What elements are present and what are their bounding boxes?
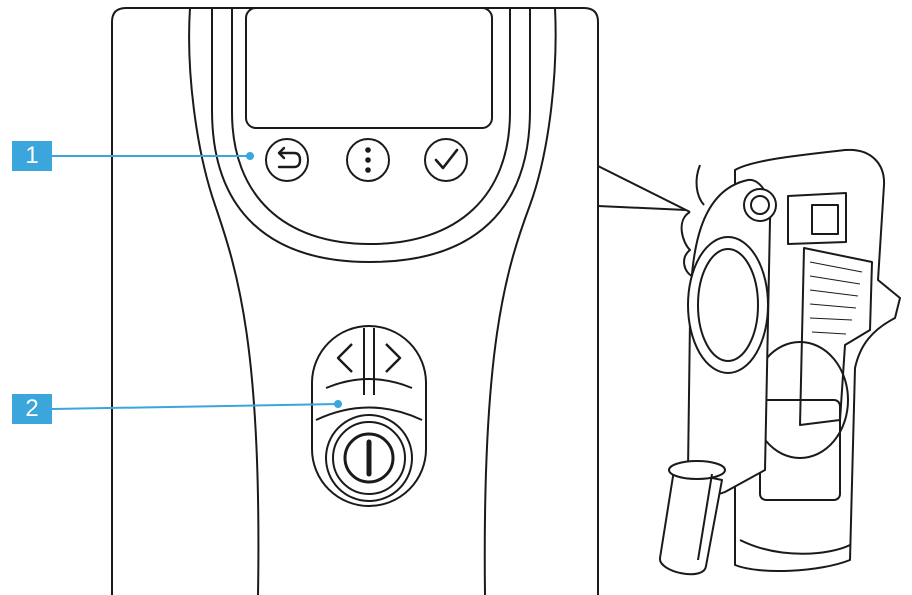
menu-button[interactable] bbox=[347, 139, 389, 181]
back-button[interactable] bbox=[266, 139, 308, 181]
handle-outline bbox=[189, 8, 555, 595]
mode-left-button[interactable] bbox=[338, 344, 352, 372]
callout-number-1: 1 bbox=[12, 141, 52, 171]
vacuum-overview bbox=[660, 150, 900, 574]
leader-line-2 bbox=[52, 404, 338, 409]
chevron-left-icon bbox=[338, 344, 352, 372]
zoom-connector bbox=[598, 166, 690, 212]
detail-frame bbox=[112, 8, 598, 595]
power-button[interactable] bbox=[326, 415, 412, 501]
callout-number-2: 2 bbox=[12, 394, 52, 424]
menu-dots-icon bbox=[365, 147, 371, 173]
confirm-button[interactable] bbox=[425, 139, 467, 181]
mode-right-button[interactable] bbox=[386, 344, 400, 372]
display-screen bbox=[246, 8, 492, 128]
leader-lines bbox=[52, 153, 341, 409]
chevron-right-icon bbox=[386, 344, 400, 372]
